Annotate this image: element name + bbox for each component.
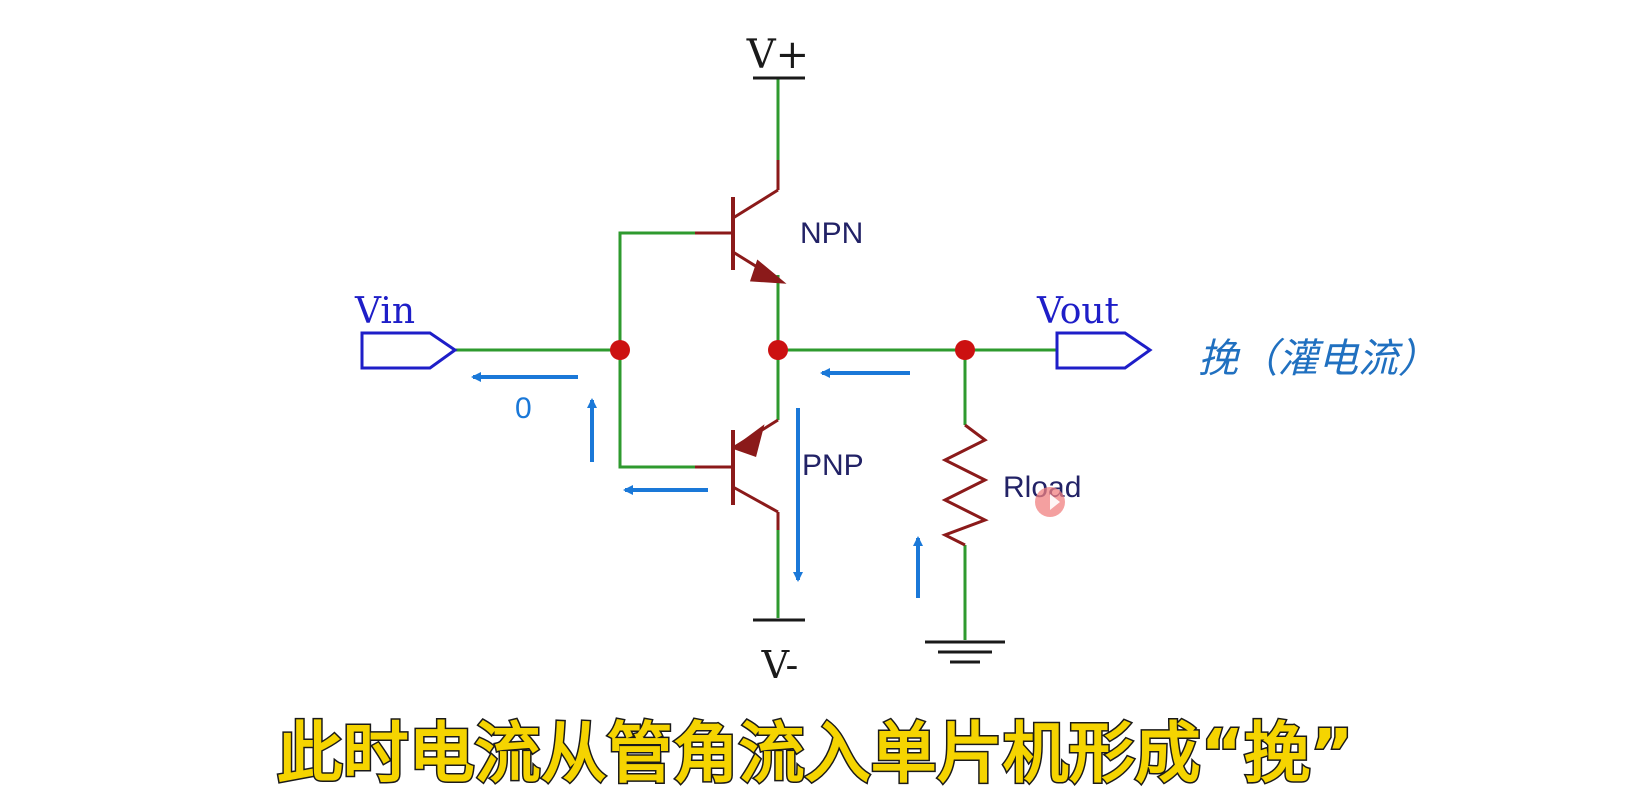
npn-emitter-arrow <box>749 259 787 284</box>
ground-icon <box>925 640 1005 664</box>
pnp-emitter-arrow <box>731 424 765 457</box>
vminus-label: V- <box>761 643 799 687</box>
vplus-label: V+ <box>746 32 809 78</box>
pnp-transistor <box>695 418 780 530</box>
wires <box>455 78 1057 640</box>
junction-output <box>768 340 788 360</box>
junction-input <box>610 340 630 360</box>
vin-port-shape <box>360 331 458 370</box>
cursor-pointer-icon <box>1050 494 1060 510</box>
wire-base-npn <box>618 231 730 350</box>
vout-label: Vout <box>1036 291 1120 332</box>
rload-zigzag <box>941 423 989 547</box>
npn-transistor <box>695 160 787 284</box>
vout-port-shape <box>1055 331 1153 370</box>
caption: 此时电流从管角流入单片机形成“挽” <box>277 715 1354 792</box>
vin-label: Vin <box>354 291 415 332</box>
junction-dots <box>610 340 975 360</box>
vminus-symbol: V- <box>753 618 805 687</box>
npn-label: NPN <box>800 217 863 250</box>
vout-port: Vout <box>1036 291 1153 370</box>
pnp-label: PNP <box>802 449 864 482</box>
pnp-collector <box>732 485 779 514</box>
npn-collector <box>732 188 779 220</box>
annotation-label: 挽（灌电流） <box>1198 336 1438 382</box>
vin-port: Vin <box>354 291 458 370</box>
junction-rload <box>955 340 975 360</box>
wire-base-pnp <box>618 350 730 469</box>
current-arrows <box>471 368 923 598</box>
vplus-symbol: V+ <box>746 32 809 80</box>
rload-resistor: Rload <box>941 423 1081 547</box>
input-current-label: 0 <box>515 392 532 425</box>
